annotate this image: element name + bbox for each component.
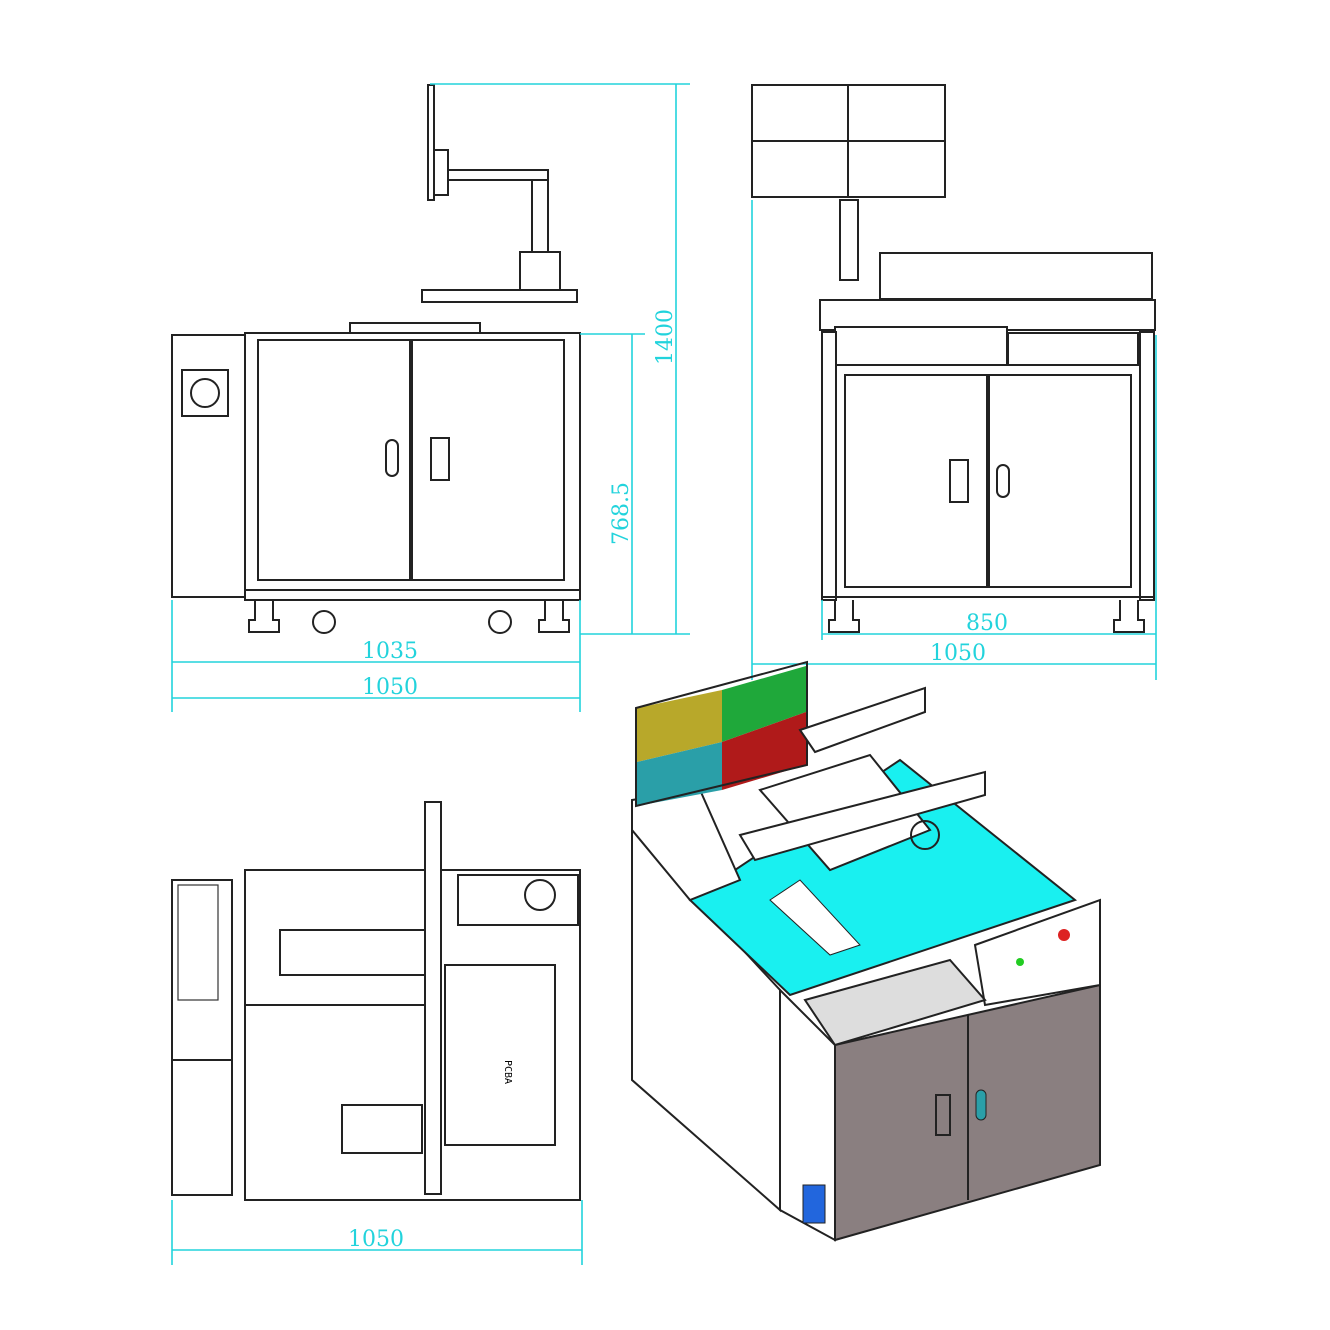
dim-768-5: 768.5: [609, 482, 634, 545]
side-view: [751, 84, 1156, 633]
dim-850: 850: [966, 611, 1008, 636]
top-view: PCBA: [171, 801, 581, 1201]
dim-1050-front: 1050: [362, 675, 418, 700]
dim-1400: 1400: [653, 309, 678, 365]
isometric-view: [631, 660, 1101, 1242]
dim-1050-side: 1050: [930, 641, 986, 666]
side-dimensions: 850 1050: [751, 200, 1157, 680]
front-dimensions: 1400 768.5 1035 1050: [171, 83, 690, 712]
top-dimensions: 1050: [171, 1200, 583, 1265]
dim-1050-top: 1050: [348, 1227, 404, 1252]
dim-1035: 1035: [362, 639, 418, 664]
board-label: PCBA: [502, 1060, 513, 1084]
front-view: [171, 84, 581, 634]
